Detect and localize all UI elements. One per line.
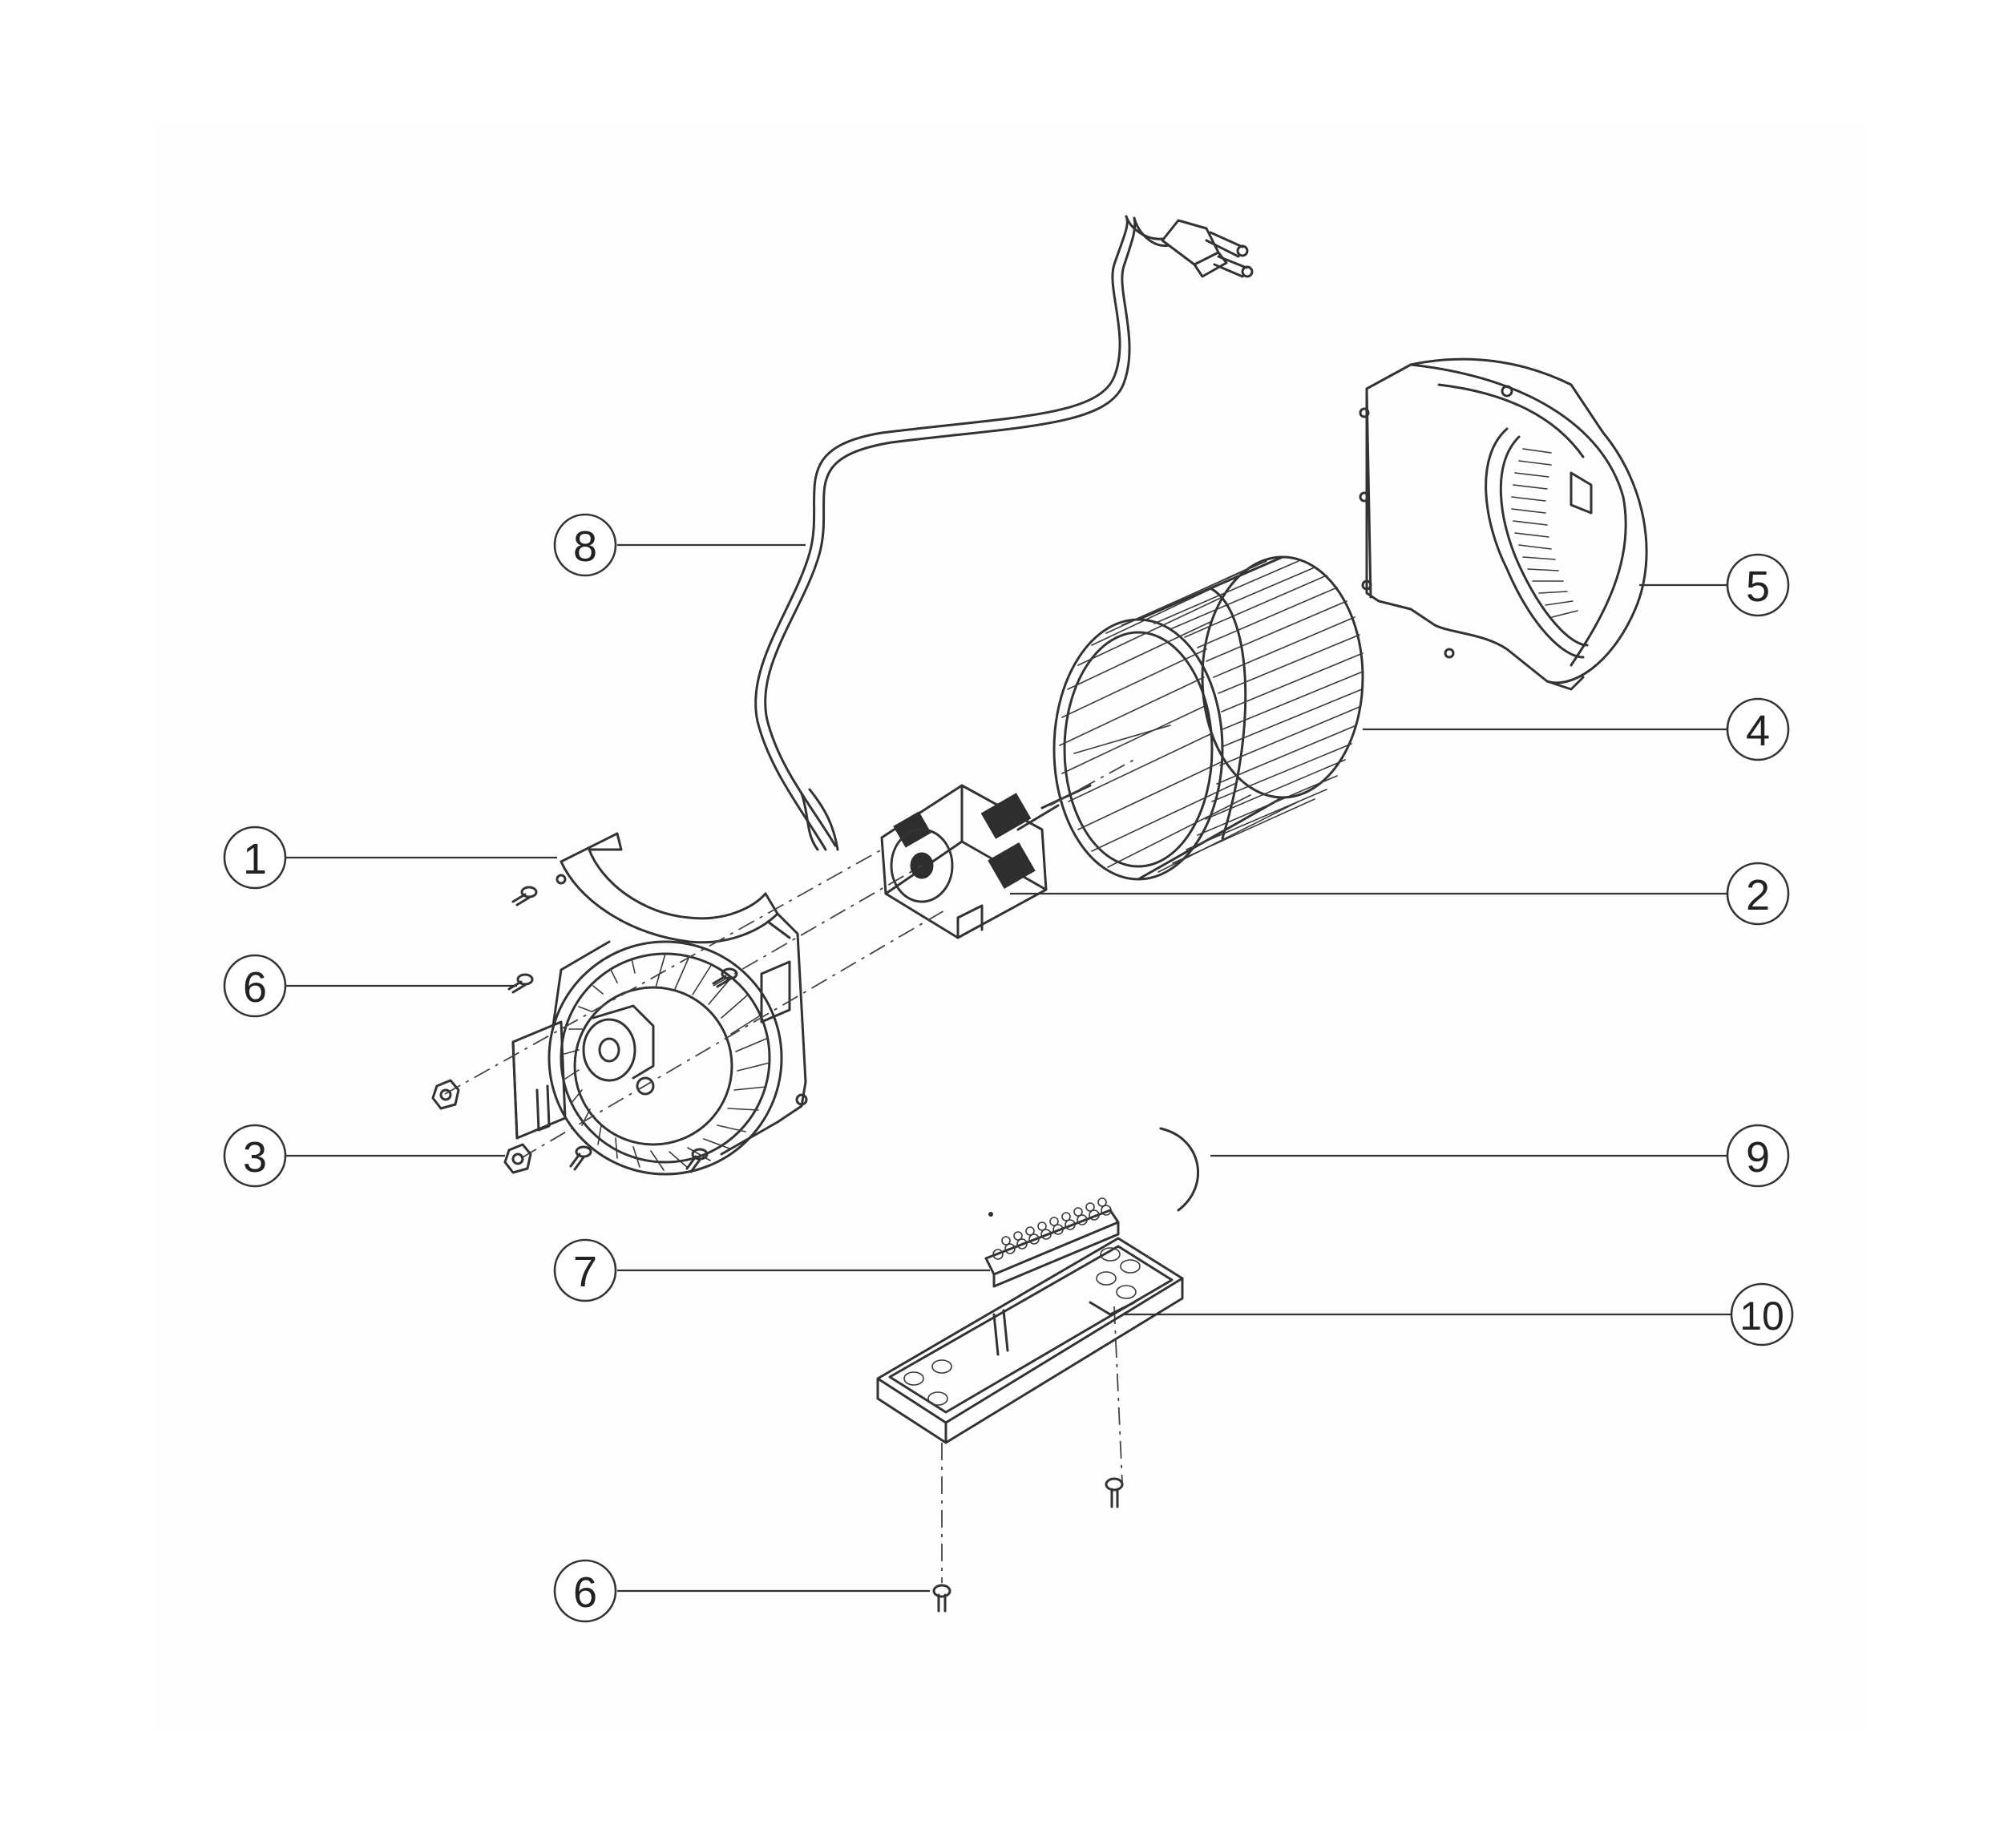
callout-10-number: 10 bbox=[1739, 1294, 1784, 1338]
power-cable-part bbox=[617, 215, 1254, 851]
callout-8: 8 bbox=[553, 513, 617, 577]
screw bbox=[1105, 1477, 1124, 1508]
terminal-screws bbox=[992, 1197, 1112, 1260]
callout-9: 9 bbox=[1726, 1124, 1790, 1188]
callout-5-number: 5 bbox=[1746, 563, 1770, 611]
callout-8-number: 8 bbox=[573, 523, 597, 571]
callout-5: 5 bbox=[1726, 553, 1790, 617]
callout-4: 4 bbox=[1726, 697, 1790, 761]
callout-2: 2 bbox=[1726, 862, 1790, 926]
terminal-block-part bbox=[617, 1197, 1120, 1288]
callout-6b-number: 6 bbox=[573, 1569, 597, 1617]
screw bbox=[507, 973, 534, 994]
callout-1: 1 bbox=[223, 826, 287, 890]
wire-loop-part bbox=[1159, 1127, 1727, 1212]
callout-6a-number: 6 bbox=[243, 963, 267, 1011]
screw bbox=[932, 1584, 951, 1613]
callout-7: 7 bbox=[553, 1238, 617, 1302]
screws-part bbox=[285, 886, 1124, 1613]
callout-10: 10 bbox=[1730, 1282, 1794, 1346]
callout-3-number: 3 bbox=[243, 1133, 267, 1181]
callout-6b: 6 bbox=[553, 1559, 617, 1623]
motor-part bbox=[880, 784, 1727, 939]
diagram-frame bbox=[152, 120, 1864, 1731]
callout-4-number: 4 bbox=[1746, 707, 1770, 755]
impeller-blades bbox=[1059, 560, 1364, 873]
front-housing-part bbox=[285, 832, 808, 1176]
nuts-part bbox=[285, 1079, 532, 1174]
housing-grille bbox=[564, 953, 770, 1171]
callout-6a: 6 bbox=[223, 954, 287, 1018]
assembly-lines bbox=[444, 757, 1139, 1583]
screw bbox=[511, 886, 538, 906]
housing-inner-blades bbox=[1511, 448, 1578, 618]
tray-bosses bbox=[903, 1247, 1141, 1406]
screw bbox=[712, 967, 738, 988]
screw bbox=[569, 1145, 592, 1171]
fan-impeller-part bbox=[1052, 555, 1727, 881]
callout-1-number: 1 bbox=[243, 835, 267, 883]
callout-2-number: 2 bbox=[1746, 871, 1770, 919]
callout-7-number: 7 bbox=[573, 1248, 597, 1296]
callout-9-number: 9 bbox=[1746, 1133, 1770, 1181]
blower-housing-part bbox=[1359, 357, 1727, 691]
screw bbox=[685, 1148, 709, 1173]
base-tray-part bbox=[876, 1237, 1731, 1444]
callout-3: 3 bbox=[223, 1124, 287, 1188]
